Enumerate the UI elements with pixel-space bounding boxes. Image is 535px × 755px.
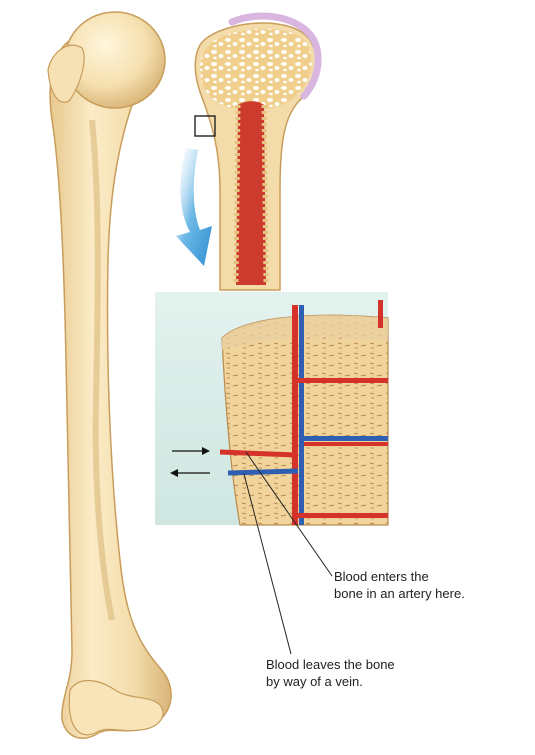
vein-caption-line1: Blood leaves the bone <box>266 656 395 673</box>
vein-caption-line2: by way of a vein. <box>266 673 363 690</box>
branch-artery-1 <box>298 378 388 383</box>
compact-bone-block <box>222 315 388 525</box>
branch-vein-1 <box>304 436 388 441</box>
small-vessel-top <box>378 300 383 328</box>
leaving-vein <box>228 471 298 473</box>
humerus-cross-section <box>195 16 318 290</box>
medullary-cavity <box>236 101 266 285</box>
vertical-vein <box>299 305 304 525</box>
inset-magnified <box>155 292 388 525</box>
artery-caption-line1: Blood enters the <box>334 568 429 585</box>
entering-artery <box>220 452 296 455</box>
branch-artery-2 <box>304 442 388 446</box>
humerus-shaft <box>50 35 171 739</box>
humerus-whole <box>48 12 171 738</box>
zoom-arrow-icon <box>176 148 212 266</box>
artery-caption-line2: bone in an artery here. <box>334 585 465 602</box>
branch-artery-3 <box>298 513 388 518</box>
vertical-artery <box>292 305 298 525</box>
